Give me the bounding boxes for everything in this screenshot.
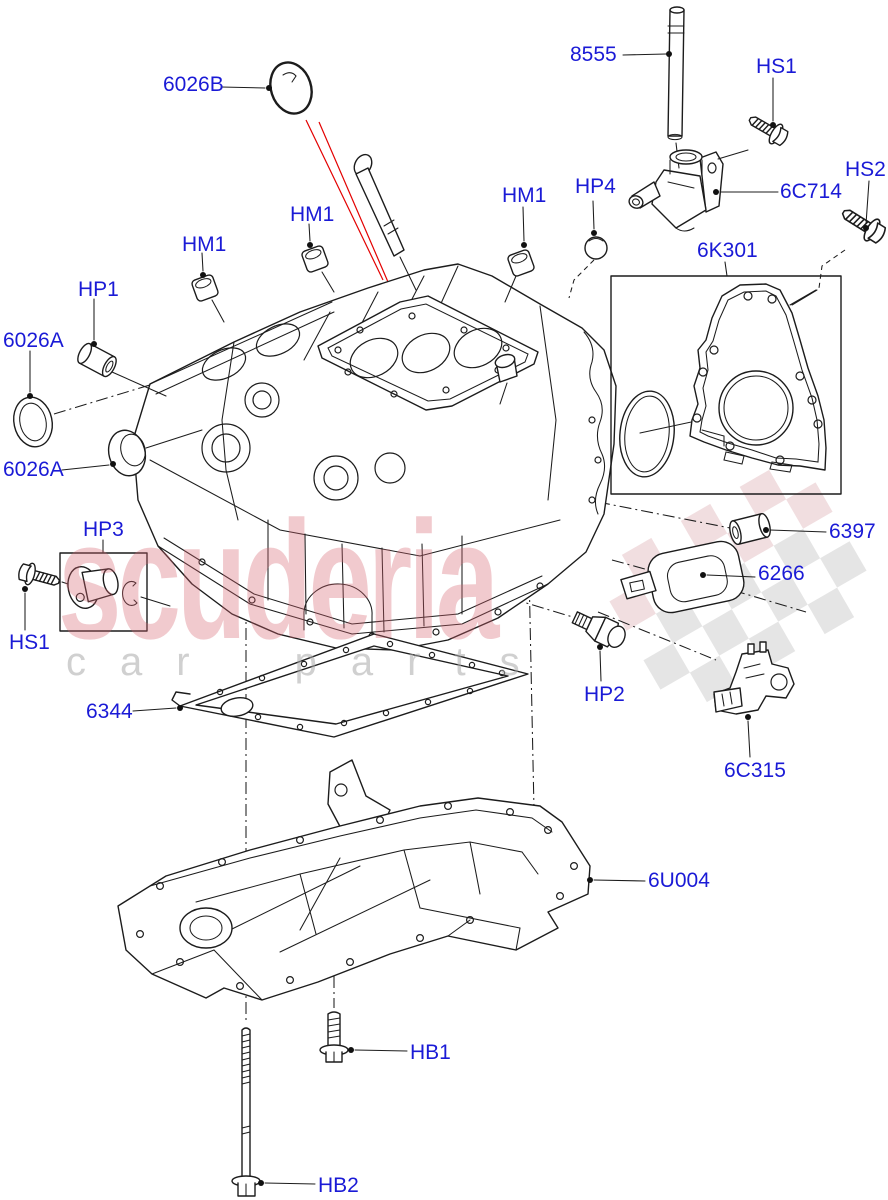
- tube-adapter-6C714-drawing: [628, 149, 724, 232]
- part-label-hm1-left[interactable]: HM1: [182, 233, 227, 256]
- leader-lines: [22, 51, 870, 1186]
- part-label-hp3[interactable]: HP3: [83, 518, 124, 541]
- cap-hp4-drawing: [584, 236, 608, 260]
- part-label-hm1-right[interactable]: HM1: [502, 184, 547, 207]
- crank-sensor-6c315-drawing: [713, 641, 795, 715]
- cup-plug-seated-drawing: [494, 353, 518, 405]
- part-label-6k301[interactable]: 6K301: [697, 239, 758, 262]
- part-label-6c714[interactable]: 6C714: [780, 180, 842, 203]
- part-label-hp1[interactable]: HP1: [78, 278, 119, 301]
- cup-plug-hm1-left-drawing: [191, 274, 225, 323]
- part-label-6344[interactable]: 6344: [86, 700, 133, 723]
- dipstick-drawing: [353, 153, 417, 291]
- ladder-frame-6u004-drawing: [117, 759, 591, 1001]
- stud-hb2-drawing: [231, 1027, 261, 1197]
- oval-plug-6026B-drawing: [269, 61, 313, 115]
- head-gasket-drawing: [317, 295, 539, 411]
- part-label-hb2[interactable]: HB2: [318, 1174, 359, 1197]
- part-label-6026b[interactable]: 6026B: [163, 73, 224, 96]
- part-label-hs1-left[interactable]: HS1: [9, 631, 50, 654]
- cup-plug-hm1-right-drawing: [504, 249, 535, 303]
- bolt-hs1-top-drawing: [717, 108, 792, 160]
- bolt-hb1-drawing: [319, 1011, 349, 1063]
- 6k301-group-box: [610, 275, 842, 495]
- bolt-hs2-drawing: [836, 200, 888, 248]
- dipstick-tube-drawing: [667, 6, 685, 169]
- hp3-group-box: [59, 552, 171, 632]
- cup-plug-hm1-mid-drawing: [301, 245, 335, 293]
- oil-pan-gasket-drawing: [171, 633, 529, 738]
- seal-6026a-upper-drawing: [13, 396, 53, 448]
- part-label-hp4[interactable]: HP4: [575, 175, 616, 198]
- plug-hp1-drawing: [77, 342, 167, 397]
- part-label-6026a-upper[interactable]: 6026A: [3, 329, 64, 352]
- part-label-hm1-mid[interactable]: HM1: [290, 203, 335, 226]
- part-label-6397[interactable]: 6397: [829, 520, 876, 543]
- part-label-hp2[interactable]: HP2: [584, 683, 625, 706]
- retainer-6266-drawing: [620, 540, 745, 614]
- seal-6026a-lower-drawing: [107, 429, 203, 477]
- part-label-6026a-lower[interactable]: 6026A: [3, 458, 64, 481]
- part-label-6u004[interactable]: 6U004: [648, 869, 710, 892]
- part-label-8555[interactable]: 8555: [570, 43, 617, 66]
- dowel-6397-drawing: [729, 512, 771, 546]
- highlight-lines: [305, 119, 389, 283]
- part-label-6c315[interactable]: 6C315: [724, 759, 786, 782]
- part-label-hs1-top[interactable]: HS1: [756, 55, 797, 78]
- part-label-hb1[interactable]: HB1: [410, 1041, 451, 1064]
- part-label-hs2[interactable]: HS2: [845, 158, 886, 181]
- part-label-6266[interactable]: 6266: [758, 562, 805, 585]
- oil-pressure-switch-hp2-drawing: [571, 611, 626, 648]
